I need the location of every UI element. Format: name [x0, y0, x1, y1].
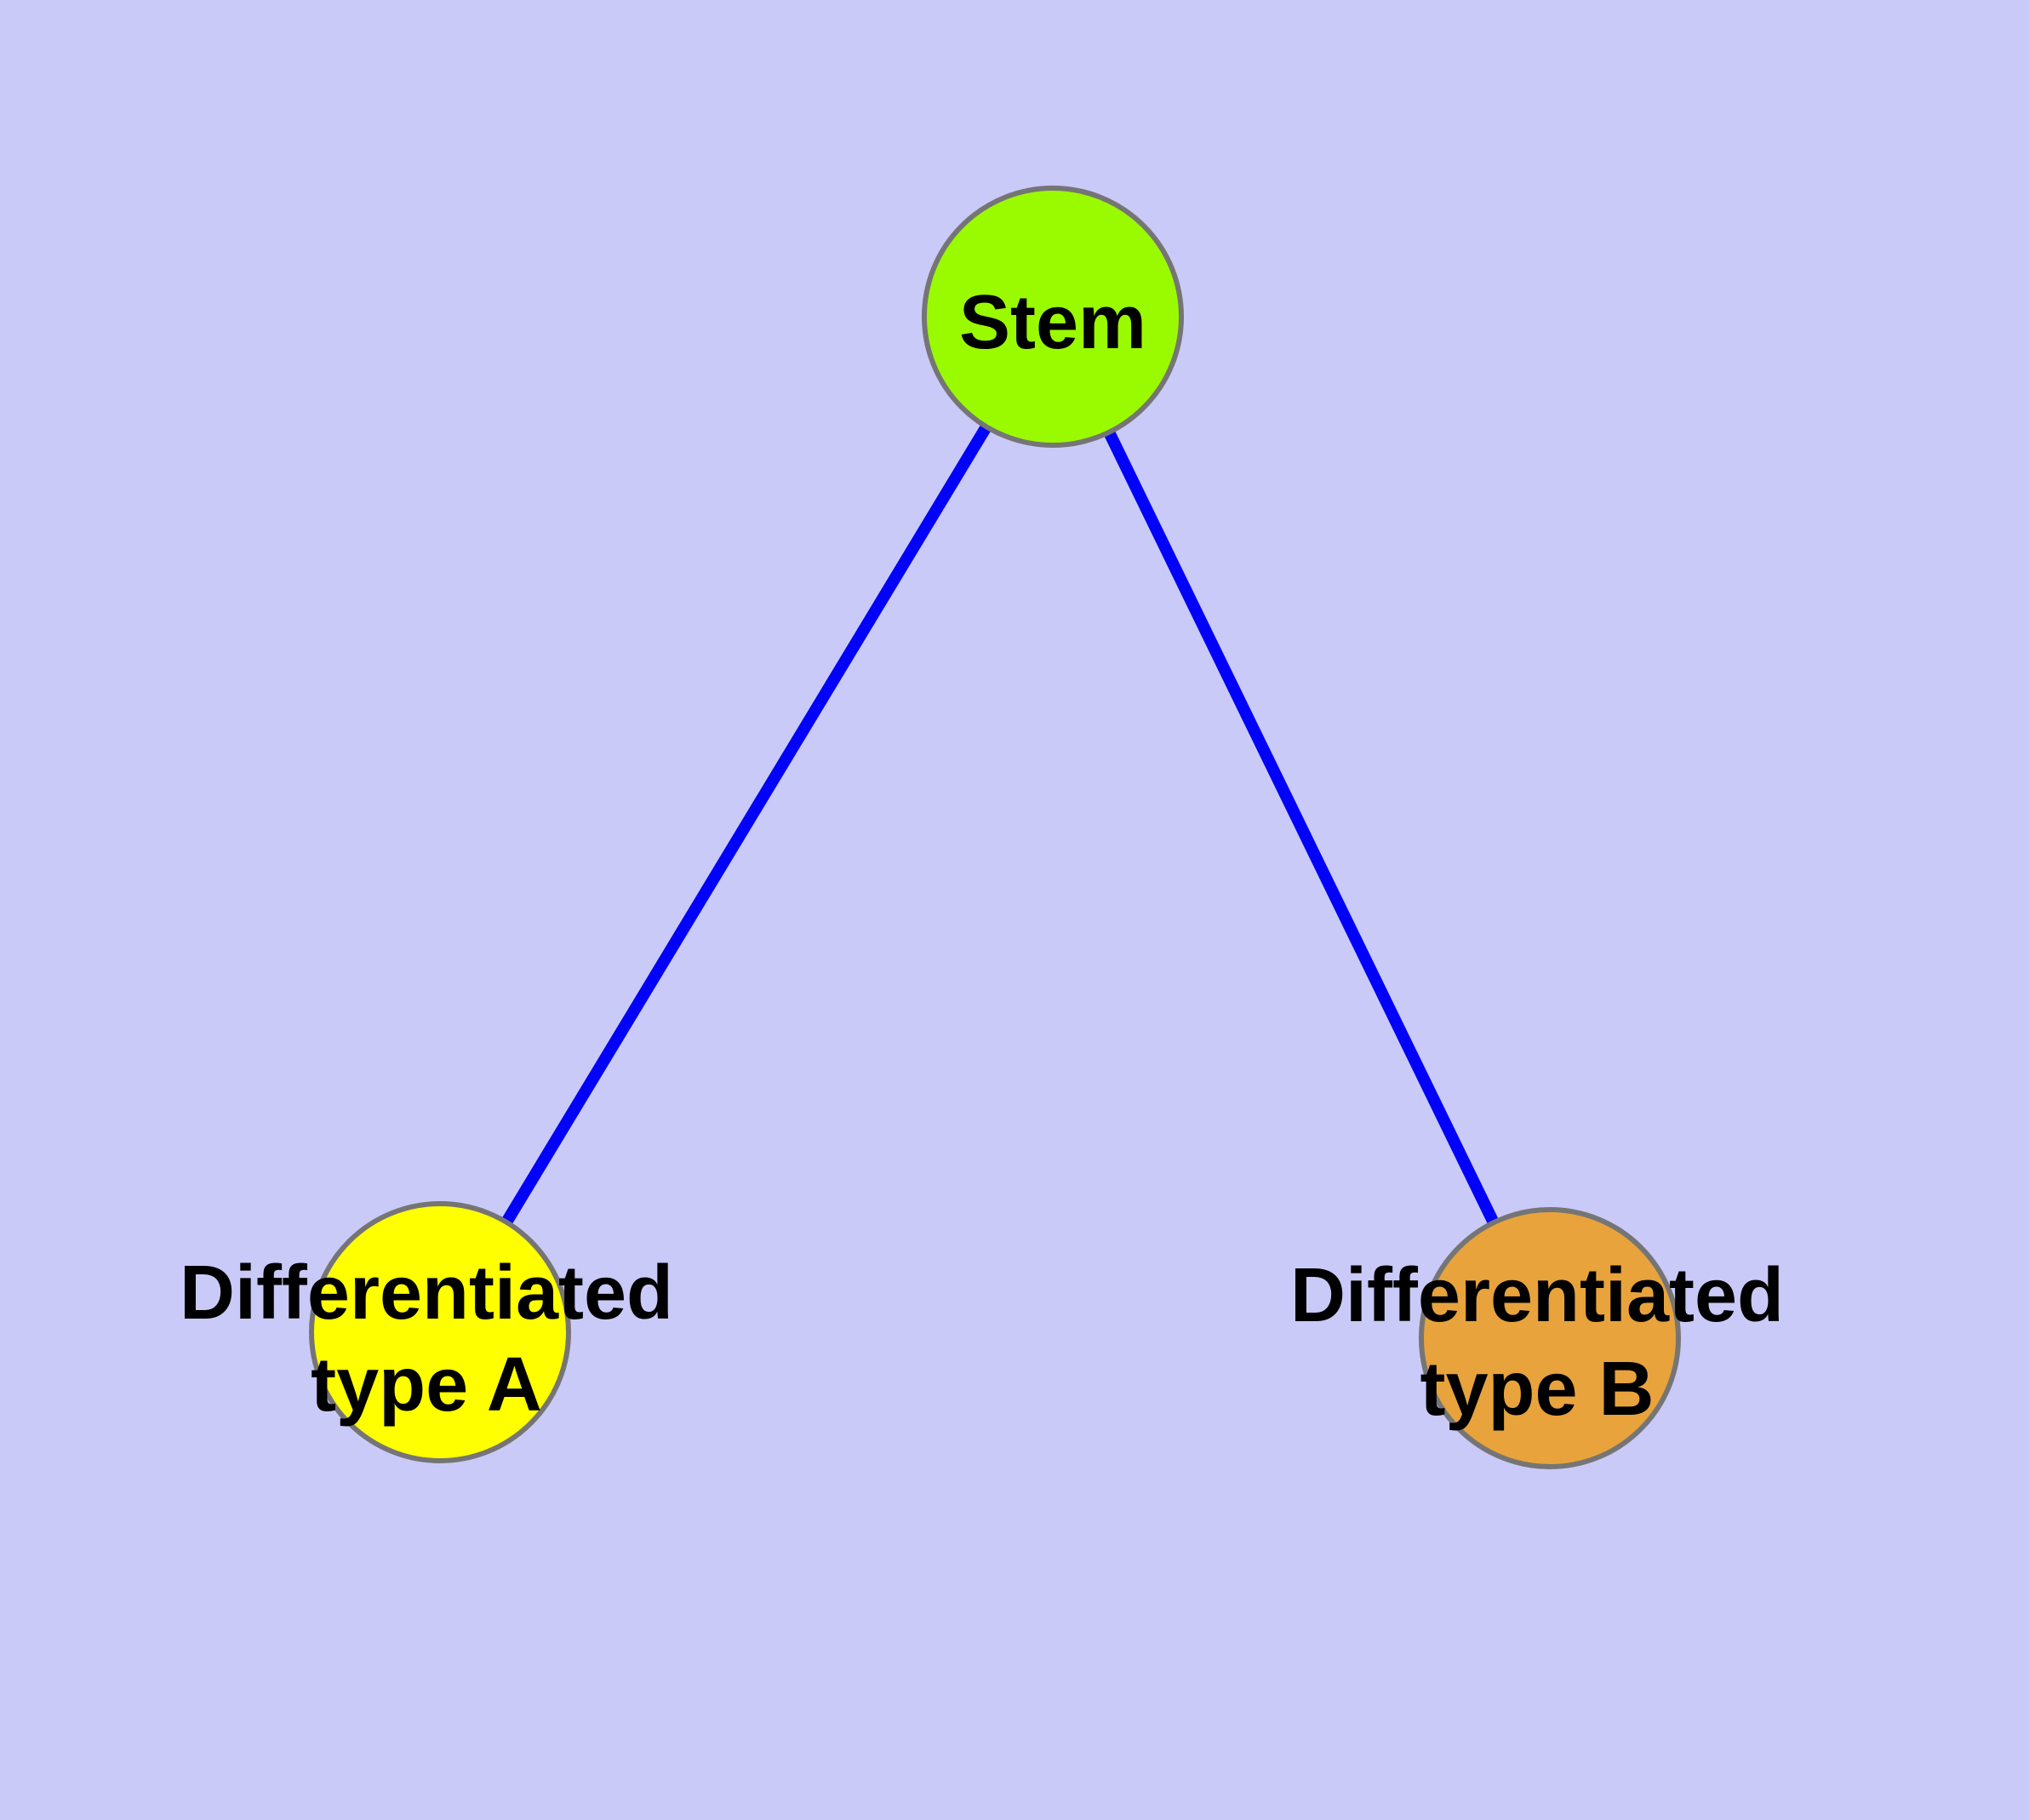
- node-stem-label: Stem: [959, 280, 1146, 365]
- node-type-b-circle: [1419, 1207, 1681, 1469]
- node-type-a-label-line1: Differentiated: [180, 1251, 673, 1336]
- edge-stem-to-type-b: [1047, 313, 1556, 1342]
- node-type-b: Differentiated type B: [1290, 1207, 1784, 1469]
- edge-stem-to-type-a: [435, 313, 1058, 1336]
- node-stem-circle: [922, 186, 1184, 448]
- node-type-b-label-line1: Differentiated: [1290, 1253, 1784, 1338]
- node-type-a-circle: [309, 1201, 571, 1463]
- node-type-a-label-line2: type A: [311, 1342, 542, 1428]
- node-type-a: Differentiated type A: [180, 1201, 673, 1463]
- node-stem: Stem: [922, 186, 1184, 448]
- node-type-b-label-line2: type B: [1420, 1347, 1654, 1432]
